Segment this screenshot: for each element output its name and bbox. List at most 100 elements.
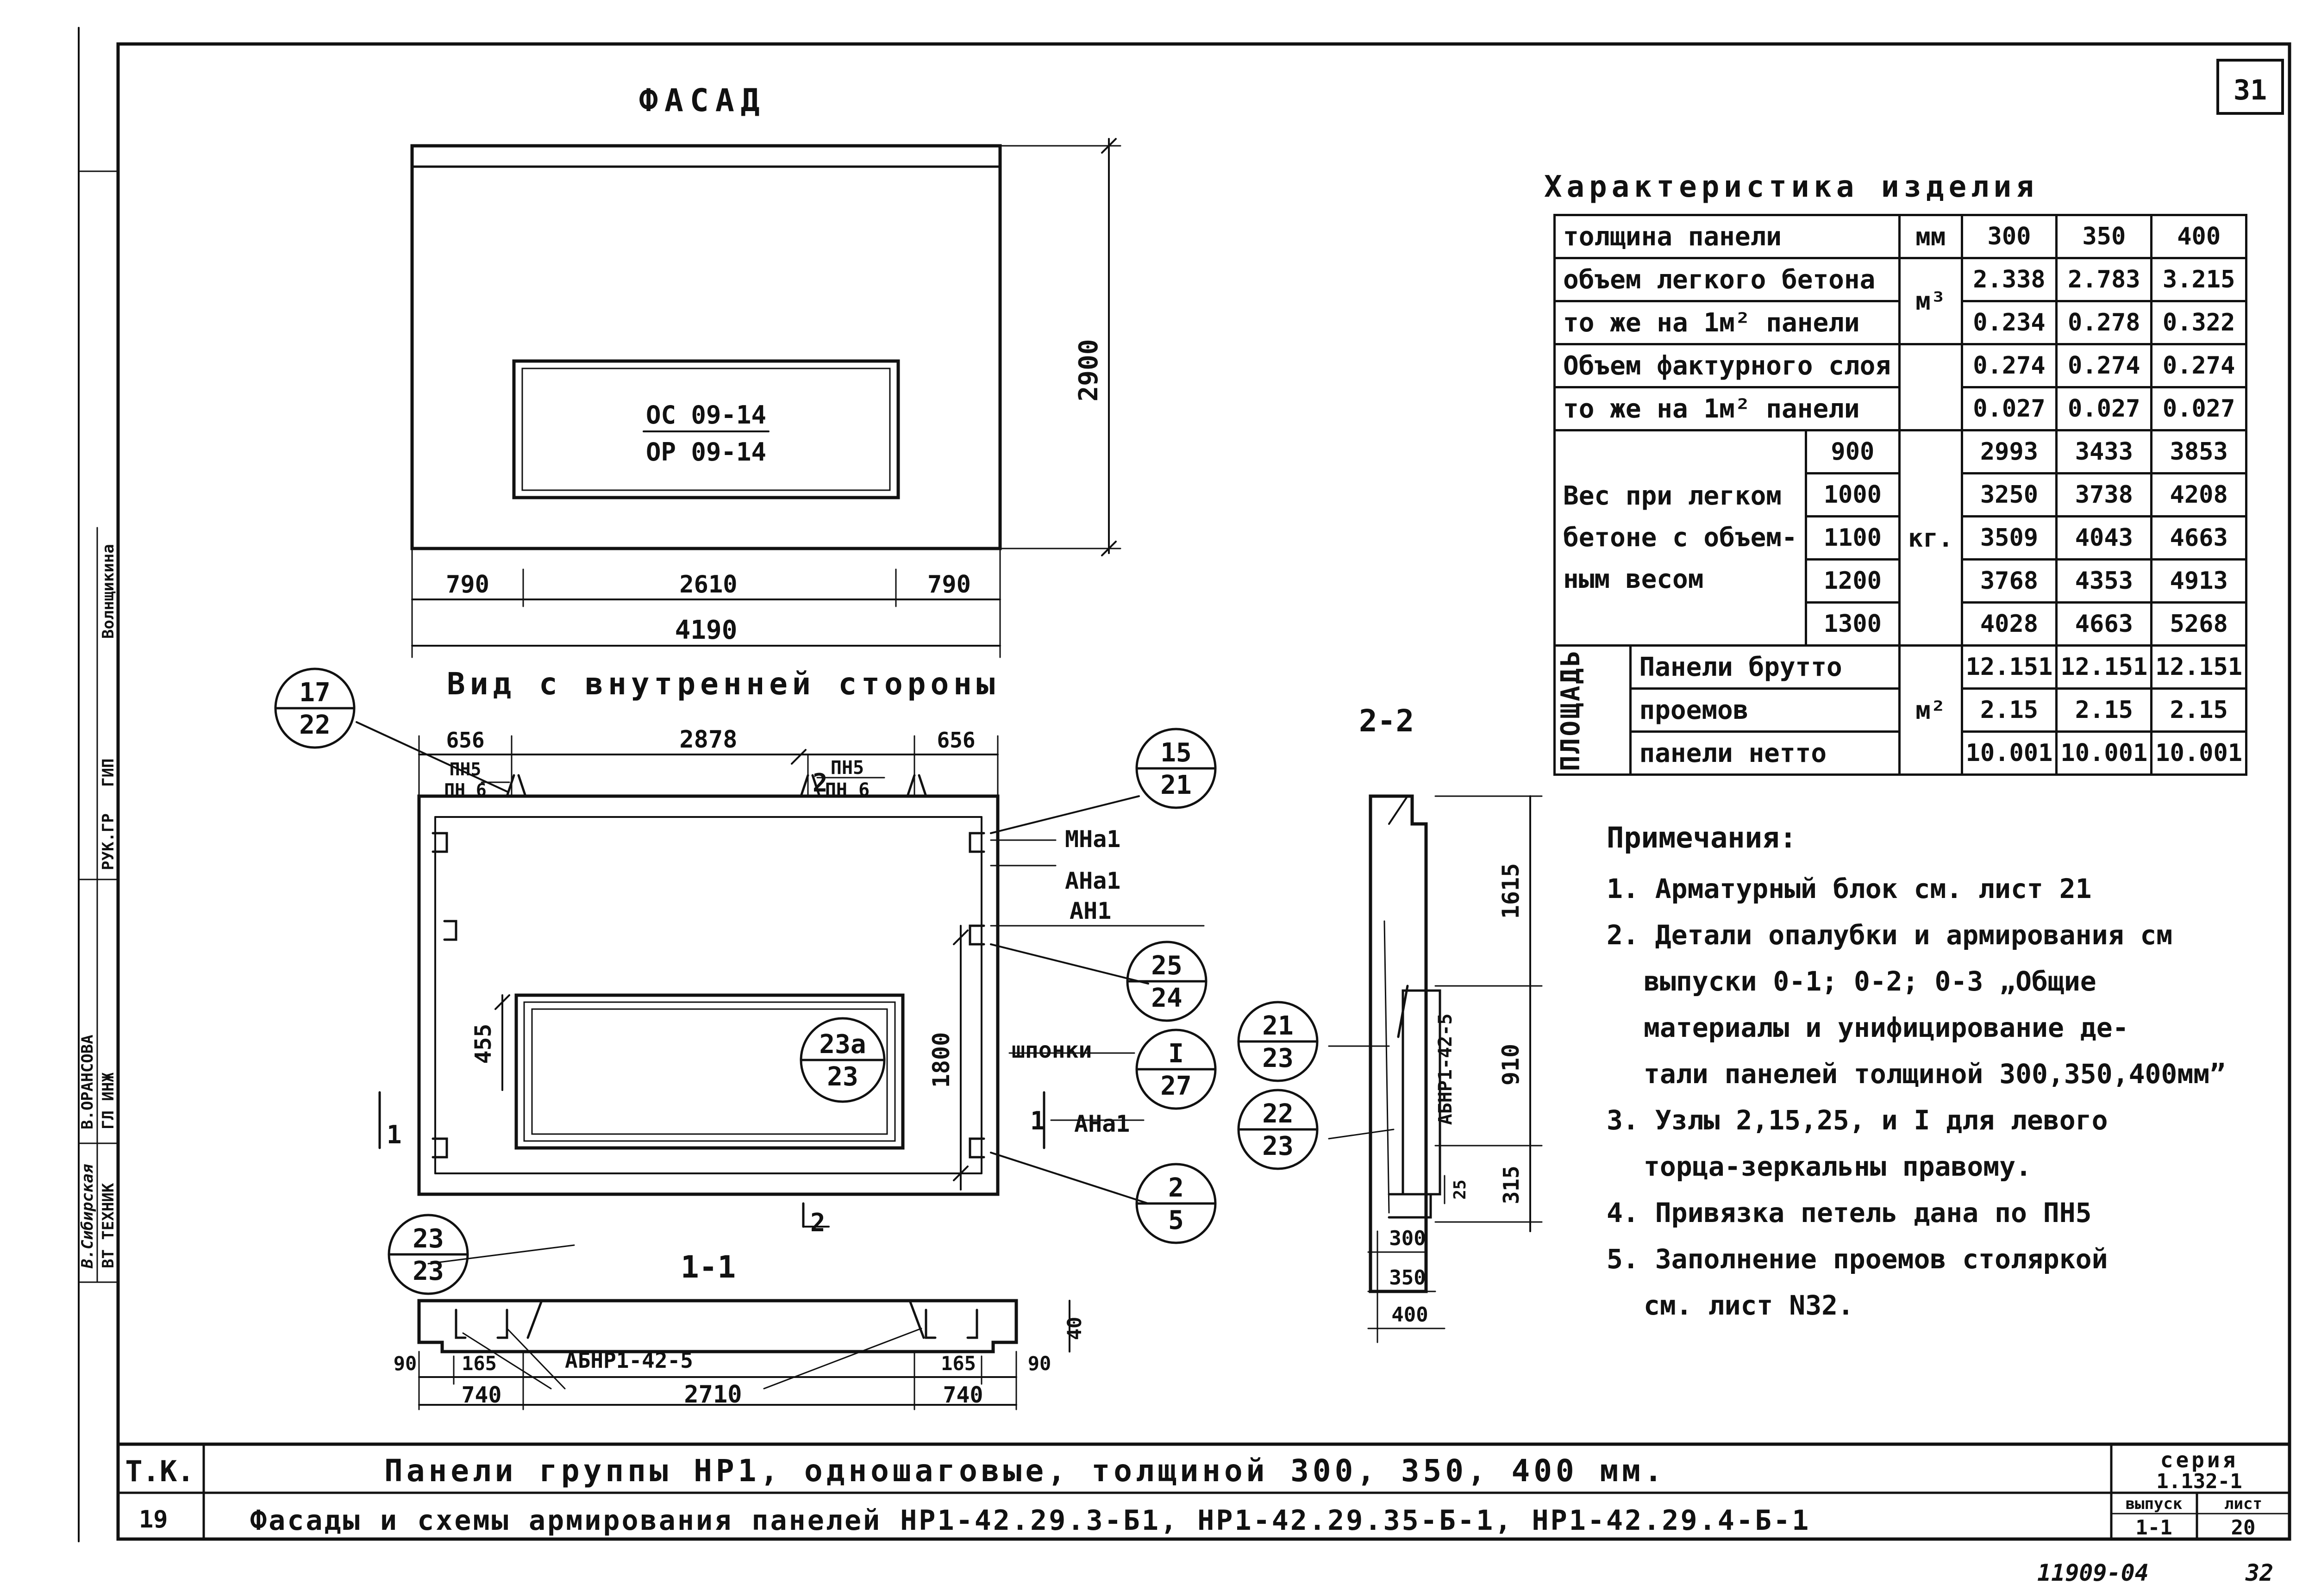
thickness-300: 300 <box>1960 214 2058 259</box>
table-cell: 12.151 <box>2150 644 2248 690</box>
table-row: ПЛОЩАДЬ Панели брутто м² 12.151 12.151 1… <box>1553 644 2248 776</box>
sheet-frame <box>116 42 2291 1541</box>
unit-kg: кг. <box>1898 429 1963 647</box>
thickness-400: 400 <box>2150 214 2248 259</box>
unit-m2: м² <box>1898 644 1963 776</box>
table-cell: 2.338 <box>1960 257 2058 302</box>
table-cell: 3250 <box>1960 472 2058 517</box>
table-cell: 12.151 <box>1960 644 2058 690</box>
table-cell: 0.278 <box>2055 300 2153 345</box>
title-tk: Т.К. <box>125 1454 194 1488</box>
side-role-gip: ГИП <box>99 759 118 787</box>
facade-height-dim: 2900 <box>1074 339 1104 402</box>
table-cell: 2993 <box>1960 429 2058 474</box>
note-line: 5. Заполнение проемов столяркой <box>1607 1243 2108 1275</box>
facade-dim-right: 790 <box>927 571 971 598</box>
callout-23a-top: 23а <box>819 1029 866 1060</box>
side-name-3: Волнщикина <box>99 544 118 639</box>
s11-dim-740-left: 740 <box>462 1382 502 1408</box>
issue-label: выпуск <box>2126 1495 2183 1513</box>
s22-thickness-350: 350 <box>1389 1266 1426 1290</box>
table-row: проемов 2.15 2.15 2.15 <box>1555 687 2248 733</box>
callout-22-bottom: 23 <box>1262 1131 1293 1161</box>
area-net-label: панели нетто <box>1629 730 1901 776</box>
section-mark-2-bottom: 2 <box>810 1208 826 1237</box>
area-label: ПЛОЩАДЬ <box>1556 648 1586 771</box>
area-label-cell: ПЛОЩАДЬ <box>1553 644 1632 776</box>
s22-dim-315: 315 <box>1499 1166 1524 1204</box>
facade-title: ФАСАД <box>639 82 766 119</box>
table-row: Вес при легком бетоне с объем- ным весом… <box>1553 429 2248 647</box>
characteristics-table: толщина панели мм 300 350 400 объем легк… <box>1553 214 2248 776</box>
table-cell: 4663 <box>2150 515 2248 561</box>
callout-22-top: 22 <box>1262 1099 1293 1129</box>
note-line: выпуски 0-1; 0-2; 0-3 „Общие <box>1644 966 2096 997</box>
s22-thickness-400: 400 <box>1391 1303 1428 1327</box>
side-role-eng: ГЛ ИНЖ <box>99 1072 118 1129</box>
table-row: 1000 3250 3738 4208 <box>1555 472 2248 517</box>
table-cell: 0.234 <box>1960 300 2058 345</box>
inner-dim-left: 656 <box>446 728 484 753</box>
section-1-1-outline <box>417 1299 1018 1353</box>
side-role-tech: ВТ ТЕХНИК <box>99 1183 118 1268</box>
s22-dim-25: 25 <box>1451 1179 1470 1199</box>
table-cell: 5268 <box>2150 601 2248 647</box>
label-shponki: шпонки <box>1012 1037 1092 1063</box>
table-cell: 2.15 <box>2055 687 2153 733</box>
section-2-2-title: 2-2 <box>1359 703 1414 739</box>
s11-dim-90-left: 90 <box>394 1352 417 1375</box>
s11-dim-165-left: 165 <box>462 1352 497 1375</box>
callout-25-top: 25 <box>1151 951 1182 981</box>
label-ana1-top: АНа1 <box>1065 867 1120 894</box>
table-cell: 3768 <box>1960 558 2058 604</box>
table-cell: 3509 <box>1960 515 2058 561</box>
note-line: материалы и унифицирование де- <box>1644 1012 2129 1043</box>
note-line: 2. Детали опалубки и армирования см <box>1607 919 2173 951</box>
density-1200: 1200 <box>1804 558 1901 604</box>
characteristics-title: Характеристика изделия <box>1544 170 2039 204</box>
loop-left-top: ПН5 <box>450 759 482 779</box>
facade-window <box>512 359 900 499</box>
s11-dim-40: 40 <box>1063 1317 1086 1340</box>
label-mna1: МНа1 <box>1065 826 1120 853</box>
table-cell: 2.15 <box>1960 687 2058 733</box>
thickness-350: 350 <box>2055 214 2153 259</box>
weight-label-2: бетоне с объем- <box>1563 523 1797 553</box>
sheet-label: лист <box>2224 1495 2262 1513</box>
callout-23-bottom: 23 <box>413 1256 444 1286</box>
table-cell: 2.15 <box>2150 687 2248 733</box>
page-corner: 32 <box>2245 1559 2273 1586</box>
table-cell: 3.215 <box>2150 257 2248 302</box>
section-mark-1-left: 1 <box>387 1120 402 1149</box>
section-2-2-outline <box>1369 794 1428 1293</box>
density-1000: 1000 <box>1804 472 1901 517</box>
table-cell: 3738 <box>2055 472 2153 517</box>
table-cell: 10.001 <box>2150 730 2248 776</box>
table-cell: 2.783 <box>2055 257 2153 302</box>
issue-value: 1-1 <box>2135 1516 2172 1540</box>
side-name-1: В.Сибирская <box>78 1164 97 1269</box>
table-cell: 0.274 <box>2055 343 2153 388</box>
section-1-1-block-label: АБНР1-42-5 <box>565 1348 693 1373</box>
callout-15-top: 15 <box>1160 738 1191 768</box>
callout-23-top: 23 <box>413 1224 444 1254</box>
table-row: 1200 3768 4353 4913 <box>1555 558 2248 604</box>
loop-mid-bottom: ПН 6 <box>825 779 870 801</box>
unit-blank <box>1898 343 1963 431</box>
thickness-unit: мм <box>1898 214 1963 259</box>
thickness-label: толщина панели <box>1553 214 1901 259</box>
section-1-1-title: 1-1 <box>681 1249 736 1285</box>
dim-1800: 1800 <box>928 1032 955 1088</box>
inner-dim-mid: 2878 <box>679 726 737 754</box>
s11-dim-740-right: 740 <box>943 1382 983 1408</box>
s11-dim-165-right: 165 <box>941 1352 976 1375</box>
note-line: 4. Привязка петель дана по ПН5 <box>1607 1197 2092 1228</box>
table-cell: 4043 <box>2055 515 2153 561</box>
weight-label-1: Вес при легком <box>1563 481 1782 511</box>
callout-21-top: 21 <box>1262 1011 1293 1041</box>
table-row: то же на 1м² панели 0.234 0.278 0.322 <box>1553 300 2248 345</box>
notes: Примечания: 1. Арматурный блок см. лист … <box>1607 815 2226 1328</box>
callout-I-top: I <box>1168 1039 1184 1069</box>
volume-light-label: объем легкого бетона <box>1553 257 1901 302</box>
